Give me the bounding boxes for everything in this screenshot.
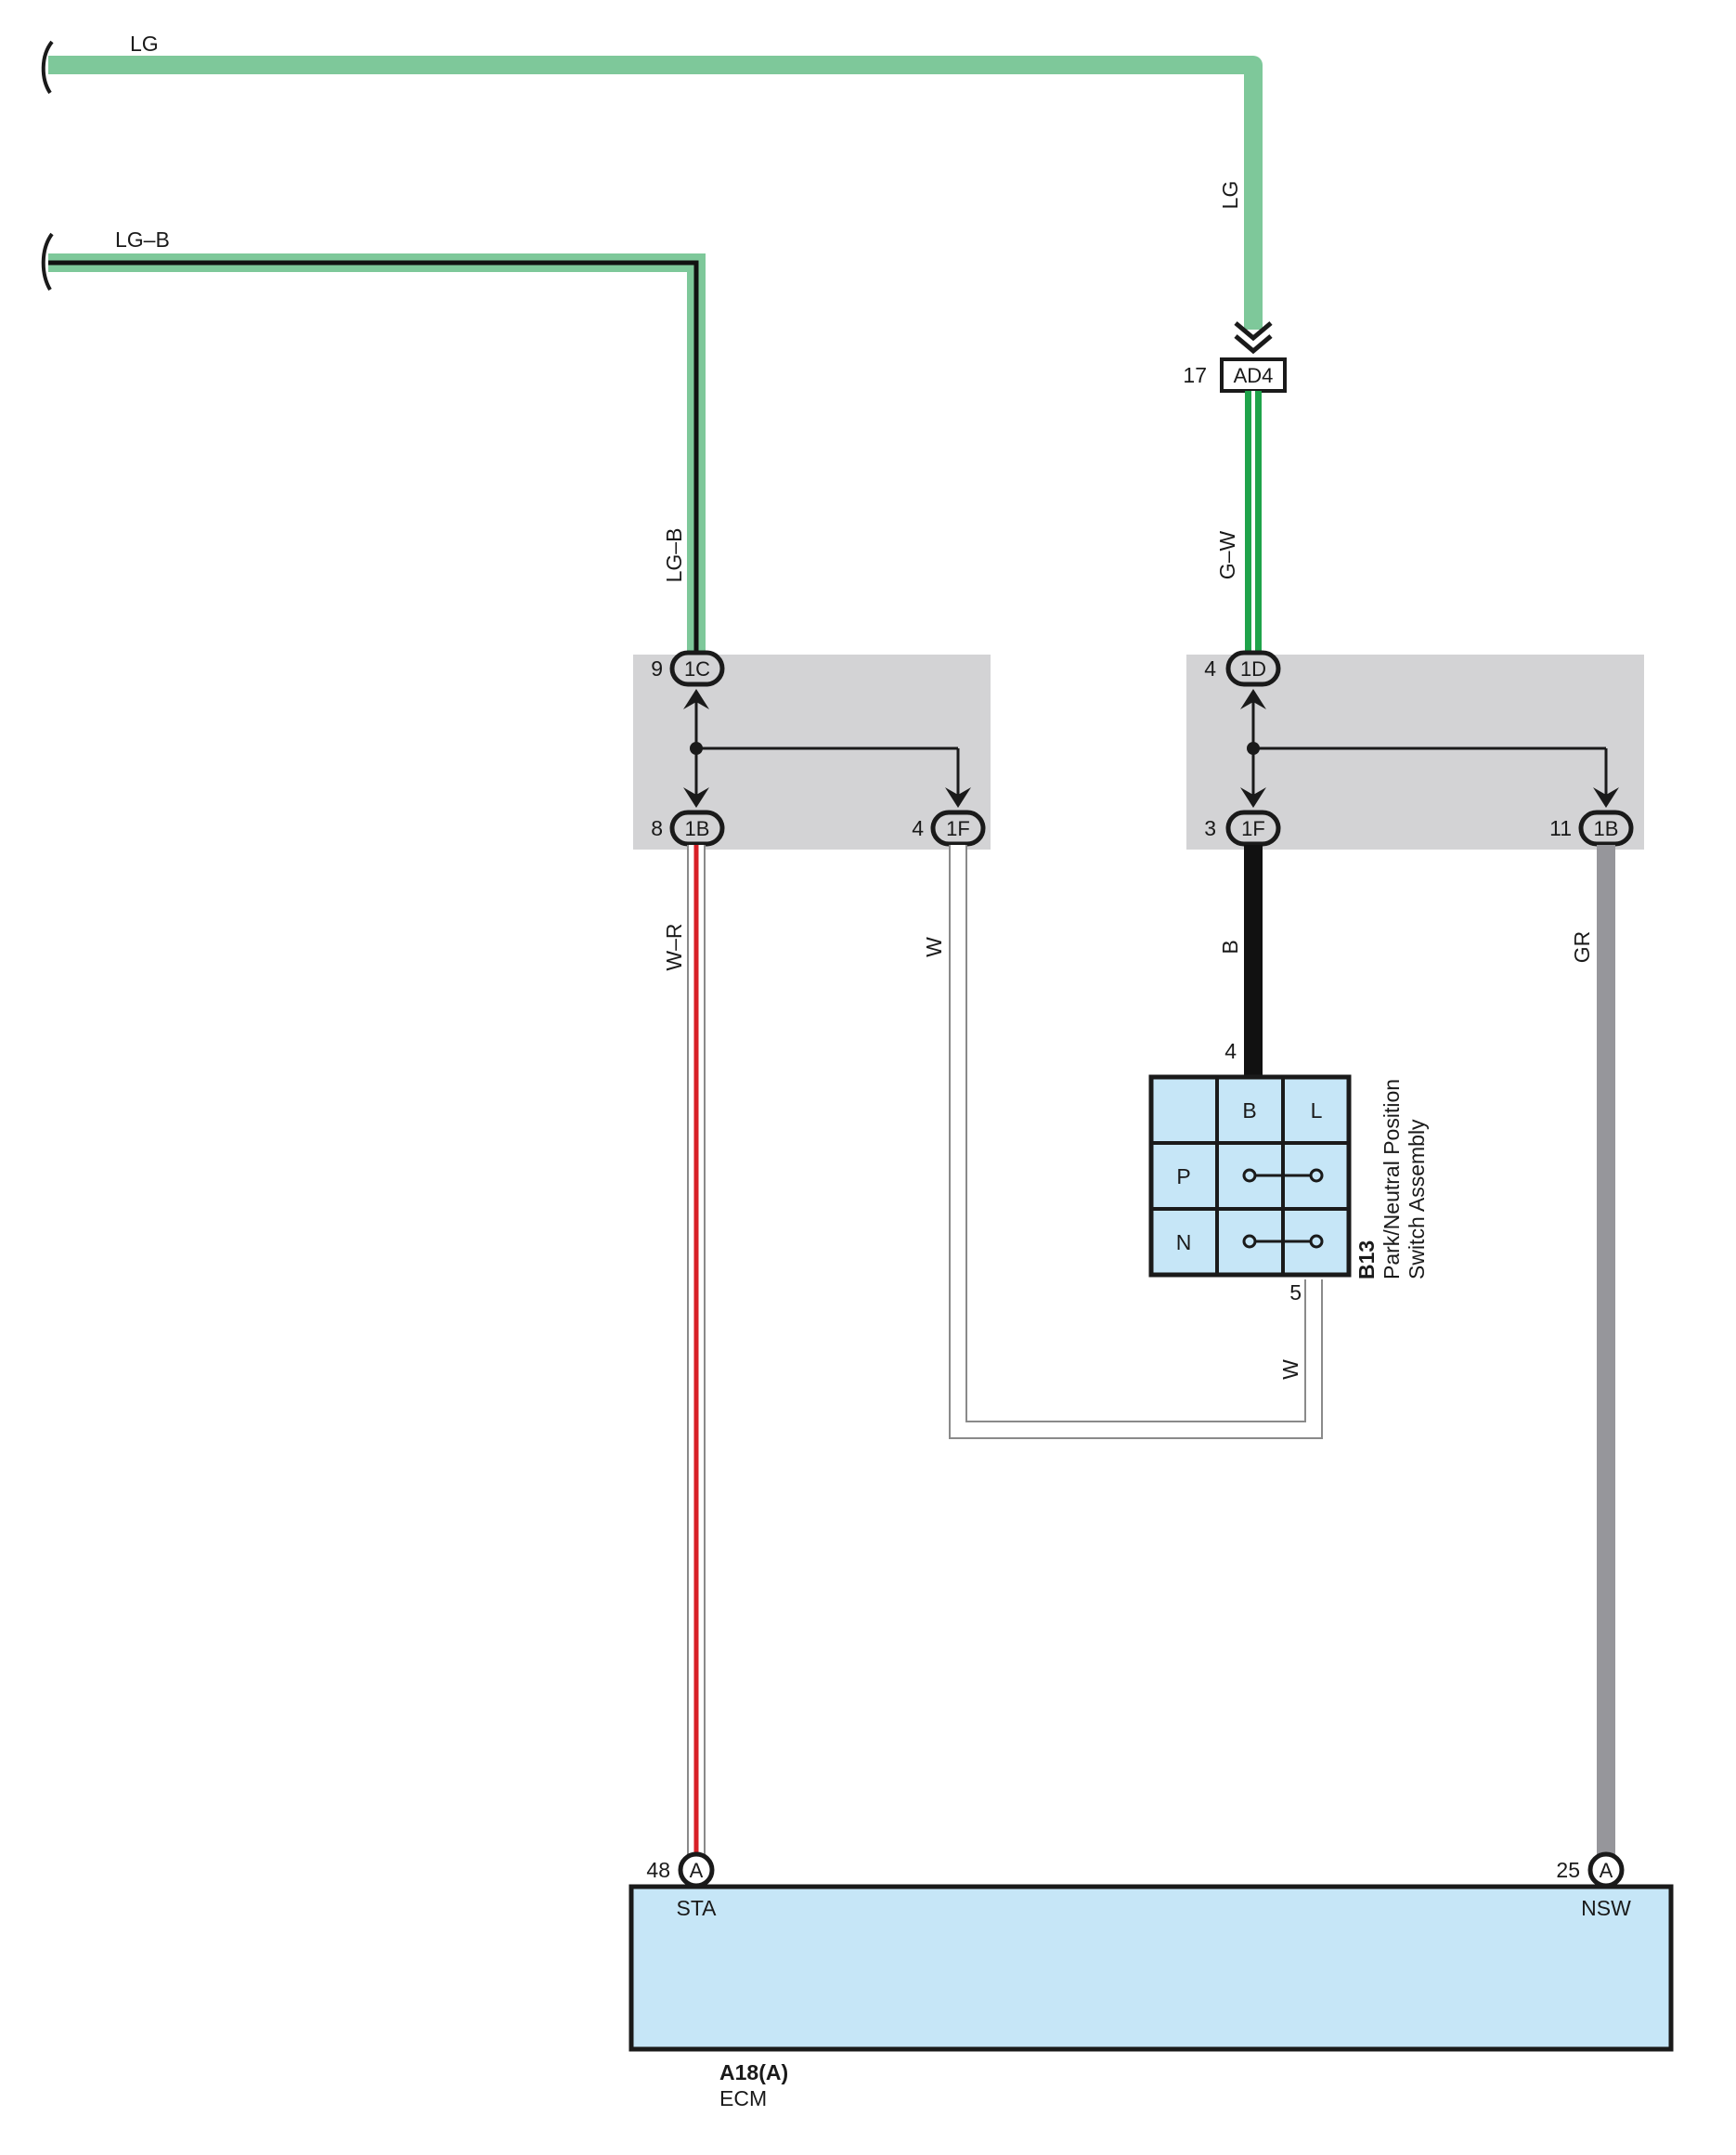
connector-1f-right-id: 1F xyxy=(1241,817,1265,840)
switch-name-line2: Switch Assembly xyxy=(1405,1119,1429,1279)
switch-contact-n-icon xyxy=(1242,1234,1324,1249)
ecm-code: A18(A) xyxy=(719,2060,788,2084)
ad4-connector-arrow-icon xyxy=(1234,321,1273,355)
junction-left-wiring xyxy=(683,689,971,808)
switch-pin-bottom: 5 xyxy=(1289,1280,1302,1305)
connector-1c xyxy=(669,650,725,687)
connector-ad4-pin: 17 xyxy=(1183,363,1207,387)
connector-1b-left xyxy=(669,810,725,847)
junction-right-wiring xyxy=(1240,689,1619,808)
wire-w xyxy=(949,845,1323,1439)
connector-1b-left-pin: 8 xyxy=(651,816,663,840)
connector-1f-right-pin: 3 xyxy=(1204,816,1216,840)
ecm-terminal-sta: STA xyxy=(676,1896,717,1920)
wire-label-lg-b-vertical: LG–B xyxy=(662,528,686,583)
connector-1b-right-pin: 11 xyxy=(1549,816,1572,840)
wire-label-gr: GR xyxy=(1570,931,1594,964)
ecm-terminal-sta-connector xyxy=(678,1851,715,1889)
switch-name-line1: Park/Neutral Position xyxy=(1380,1079,1404,1279)
ecm-box xyxy=(628,1884,1674,2052)
wire-label-lg-b-top: LG–B xyxy=(115,227,170,252)
wire-label-w-right: W xyxy=(1278,1359,1302,1380)
connector-1b-right-id: 1B xyxy=(1594,817,1619,840)
switch-col-l: L xyxy=(1311,1098,1323,1123)
connector-1f-left-pin: 4 xyxy=(912,816,924,840)
switch-row-p: P xyxy=(1176,1164,1190,1188)
connector-1d-id: 1D xyxy=(1240,657,1266,681)
switch-pin-top: 4 xyxy=(1224,1039,1237,1063)
connector-1f-left-id: 1F xyxy=(946,817,970,840)
ecm-connector-sta-id: A xyxy=(690,1859,704,1882)
wire-label-w-r: W–R xyxy=(662,923,686,970)
ecm-connector-nsw-pin: 25 xyxy=(1556,1858,1580,1882)
ecm-name: ECM xyxy=(719,2086,767,2110)
wire-lg-b xyxy=(41,232,706,655)
switch-code: B13 xyxy=(1354,1240,1379,1279)
ecm-connector-sta-pin: 48 xyxy=(646,1858,670,1882)
ecm-terminal-nsw: NSW xyxy=(1581,1896,1631,1920)
ecm-terminal-nsw-connector xyxy=(1587,1851,1625,1889)
wire-label-lg-top: LG xyxy=(130,32,159,56)
connector-ad4-id: AD4 xyxy=(1234,364,1274,387)
connector-1c-pin: 9 xyxy=(651,656,663,681)
wire-lg xyxy=(41,40,1263,330)
connector-1c-id: 1C xyxy=(684,657,710,681)
connector-1b-left-id: 1B xyxy=(685,817,710,840)
wire-label-lg-vertical: LG xyxy=(1218,181,1242,210)
switch-row-n: N xyxy=(1176,1230,1192,1254)
switch-col-b: B xyxy=(1242,1098,1256,1123)
wire-label-g-w: G–W xyxy=(1215,531,1239,580)
switch-contact-p-icon xyxy=(1242,1168,1324,1183)
connector-1d-pin: 4 xyxy=(1204,656,1216,681)
connector-1f-left xyxy=(930,810,986,847)
connector-1d xyxy=(1225,650,1281,687)
ecm-connector-nsw-id: A xyxy=(1600,1859,1613,1882)
connector-1b-right xyxy=(1578,810,1634,847)
wire-label-b: B xyxy=(1218,940,1242,954)
wire-label-w-left: W xyxy=(922,937,946,957)
connector-ad4 xyxy=(1220,357,1287,393)
connector-1f-right xyxy=(1225,810,1281,847)
